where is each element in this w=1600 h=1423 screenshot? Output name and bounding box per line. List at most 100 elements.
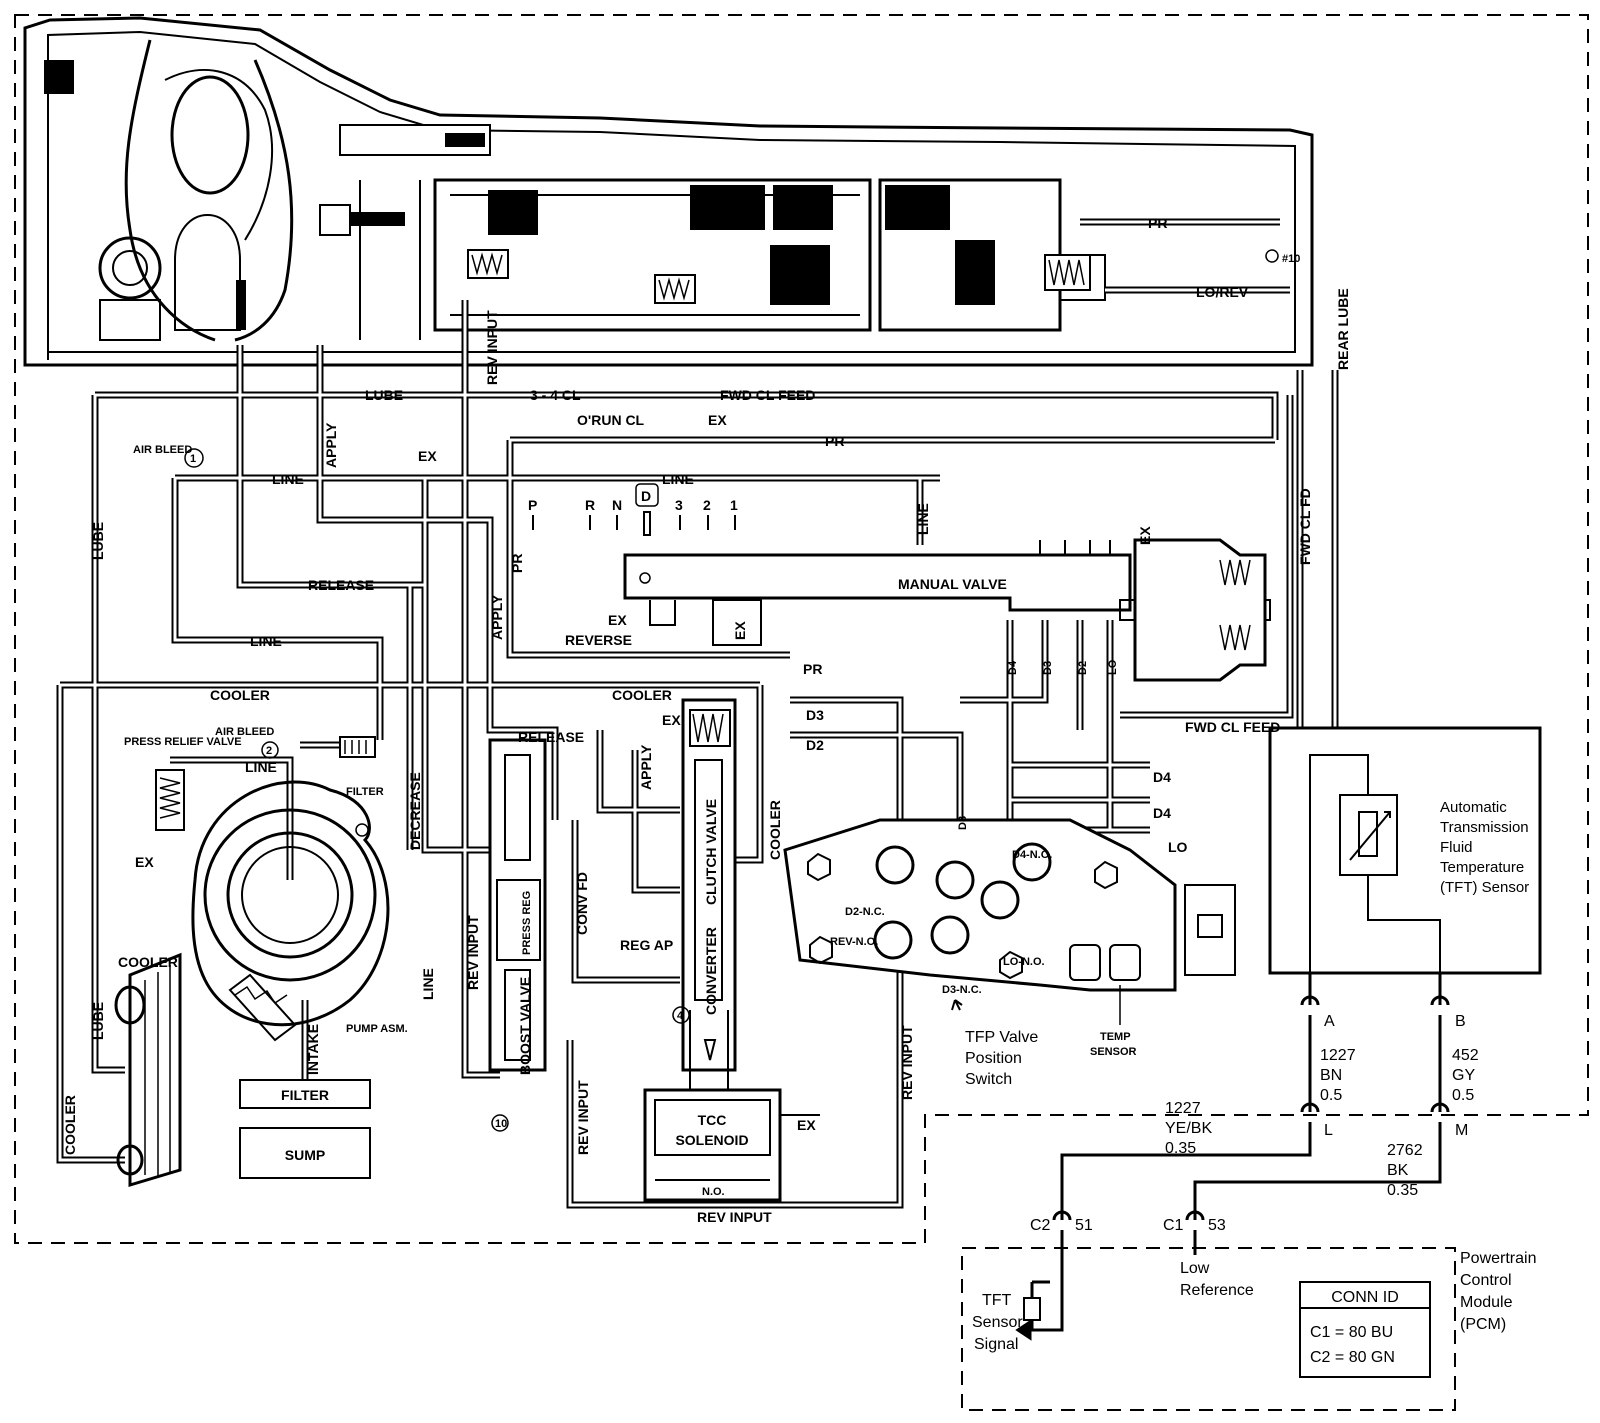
label-manual-valve: MANUAL VALVE xyxy=(898,576,1007,592)
label-orun-cl: O'RUN CL xyxy=(577,412,645,428)
label-d3-nc: D3-N.C. xyxy=(942,984,982,996)
label-check-1: 1 xyxy=(190,453,196,465)
tft-sensor-name-3: Fluid xyxy=(1440,839,1473,856)
label-fwd-cl-feed-2: FWD CL FEED xyxy=(1185,719,1280,735)
hydraulic-labels: PR #10 LO/REV REAR LUBE LUBE REV INPUT 3… xyxy=(62,215,1351,1225)
label-tcc: TCC xyxy=(698,1112,727,1128)
label-apply-v: APPLY xyxy=(323,422,339,468)
label-check-4: 4 xyxy=(677,1010,684,1022)
transmission-boundary xyxy=(14,14,1589,1244)
electrical-labels: Automatic Transmission Fluid Temperature… xyxy=(972,799,1536,1366)
label-check-2: 2 xyxy=(266,745,272,757)
label-lube-v: LUBE xyxy=(90,522,106,560)
label-line-v-right: LINE xyxy=(915,503,931,535)
label-cooler-v2: COOLER xyxy=(62,1095,78,1155)
label-lo: LO xyxy=(1168,839,1188,855)
label-solenoid: SOLENOID xyxy=(675,1132,748,1148)
label-fwd-cl-fd: FWD CL FD xyxy=(1297,488,1313,565)
label-converter: CONVERTER xyxy=(703,927,719,1015)
label-rev-input-v3: REV INPUT xyxy=(899,1025,915,1100)
label-decrease: DECREASE xyxy=(407,772,423,850)
cooler xyxy=(114,952,182,1188)
label-line-2: LINE xyxy=(250,633,282,649)
manual-valve xyxy=(623,538,1271,682)
label-sump: SUMP xyxy=(285,1147,325,1163)
tft-signal-2: Sensor xyxy=(972,1314,1023,1331)
tft-signal-3: Signal xyxy=(974,1336,1018,1353)
gear-selector-marks xyxy=(532,483,736,536)
pcm-1: Powertrain xyxy=(1460,1250,1536,1267)
label-reg-ap: REG AP xyxy=(620,937,673,953)
tft-signal-1: TFT xyxy=(982,1292,1012,1309)
label-apply-v2: APPLY xyxy=(489,594,505,640)
label-d2-v: D2 xyxy=(1077,661,1089,675)
gear-r: R xyxy=(585,497,595,513)
label-line-3: LINE xyxy=(245,759,277,775)
pin-a: A xyxy=(1324,1013,1335,1030)
pin-l: L xyxy=(1324,1122,1333,1139)
label-d2-nc: D2-N.C. xyxy=(845,906,885,918)
label-d4-no: D4-N.O. xyxy=(1012,849,1052,861)
label-cooler-2: COOLER xyxy=(612,687,672,703)
label-pump-asm: PUMP ASM. xyxy=(346,1023,408,1035)
wire-l-circuit: 1227 xyxy=(1165,1100,1201,1117)
label-d3-v2: D3 xyxy=(957,816,969,830)
wire-l-gauge: 0.35 xyxy=(1165,1140,1196,1157)
label-d4-v: D4 xyxy=(1007,660,1019,675)
label-cooler-v: COOLER xyxy=(767,800,783,860)
label-press-relief: PRESS RELIEF VALVE xyxy=(124,736,242,748)
label-check-10: #10 xyxy=(1282,253,1300,265)
label-line-mid: LINE xyxy=(662,471,694,487)
label-air-bleed-2: AIR BLEED xyxy=(215,726,274,738)
wire-a-circuit: 1227 xyxy=(1320,1047,1356,1064)
label-ex-orun: EX xyxy=(708,412,727,428)
label-ex-tcc: EX xyxy=(797,1117,816,1133)
label-d4-a: D4 xyxy=(1153,769,1171,785)
pcm-3: Module xyxy=(1460,1294,1513,1311)
wire-m-color: BK xyxy=(1387,1162,1409,1179)
label-boost-valve: BOOST VALVE xyxy=(517,977,533,1075)
label-pr-top: PR xyxy=(1148,215,1167,231)
label-d4-b: D4 xyxy=(1153,805,1171,821)
tft-sensor-name-4: Temperature xyxy=(1440,859,1524,876)
label-check-10b: 10 xyxy=(495,1118,507,1130)
gear-d: D xyxy=(641,488,651,504)
label-conv-fd: CONV FD xyxy=(574,872,590,935)
conn-id-c1: C1 = 80 BU xyxy=(1310,1324,1393,1341)
label-ex-box: EX xyxy=(732,621,748,640)
label-rev-input-bottom: REV INPUT xyxy=(697,1209,772,1225)
label-filter-2: FILTER xyxy=(281,1087,329,1103)
gear-p: P xyxy=(528,497,537,513)
tft-sensor-name-2: Transmission xyxy=(1440,819,1529,836)
valve-bodies xyxy=(488,698,820,1202)
tft-sensor-box xyxy=(1268,726,1542,975)
low-reference-1: Low xyxy=(1180,1260,1210,1277)
pump-assembly xyxy=(155,736,390,1042)
label-clutch-valve: CLUTCH VALVE xyxy=(703,799,719,905)
label-ex-left: EX xyxy=(135,854,154,870)
gear-2: 2 xyxy=(703,497,711,513)
gear-n: N xyxy=(612,497,622,513)
wire-a-gauge: 0.5 xyxy=(1320,1087,1342,1104)
conn-id-title: CONN ID xyxy=(1331,1289,1399,1306)
label-rev-input-v2: REV INPUT xyxy=(575,1080,591,1155)
label-line-left: LINE xyxy=(272,471,304,487)
label-rev-input-v1: REV INPUT xyxy=(465,915,481,990)
label-temp-sensor-1: TEMP xyxy=(1100,1031,1131,1043)
label-d3-v: D3 xyxy=(1042,661,1054,675)
wire-b-circuit: 452 xyxy=(1452,1047,1479,1064)
label-line-v4: LINE xyxy=(420,968,436,1000)
label-filter-1: FILTER xyxy=(346,786,384,798)
label-reverse: REVERSE xyxy=(565,632,632,648)
conn-id-c2: C2 = 80 GN xyxy=(1310,1349,1395,1366)
label-ex-top: EX xyxy=(418,448,437,464)
wire-m-gauge: 0.35 xyxy=(1387,1182,1418,1199)
label-tcc-no: N.O. xyxy=(702,1186,725,1198)
label-rear-lube: REAR LUBE xyxy=(1335,288,1351,370)
label-fwd-cl-feed-top: FWD CL FEED xyxy=(720,387,815,403)
pcm-2: Control xyxy=(1460,1272,1512,1289)
label-d2: D2 xyxy=(806,737,824,753)
label-pr-mid: PR xyxy=(825,433,844,449)
label-cooler-3: COOLER xyxy=(118,954,178,970)
